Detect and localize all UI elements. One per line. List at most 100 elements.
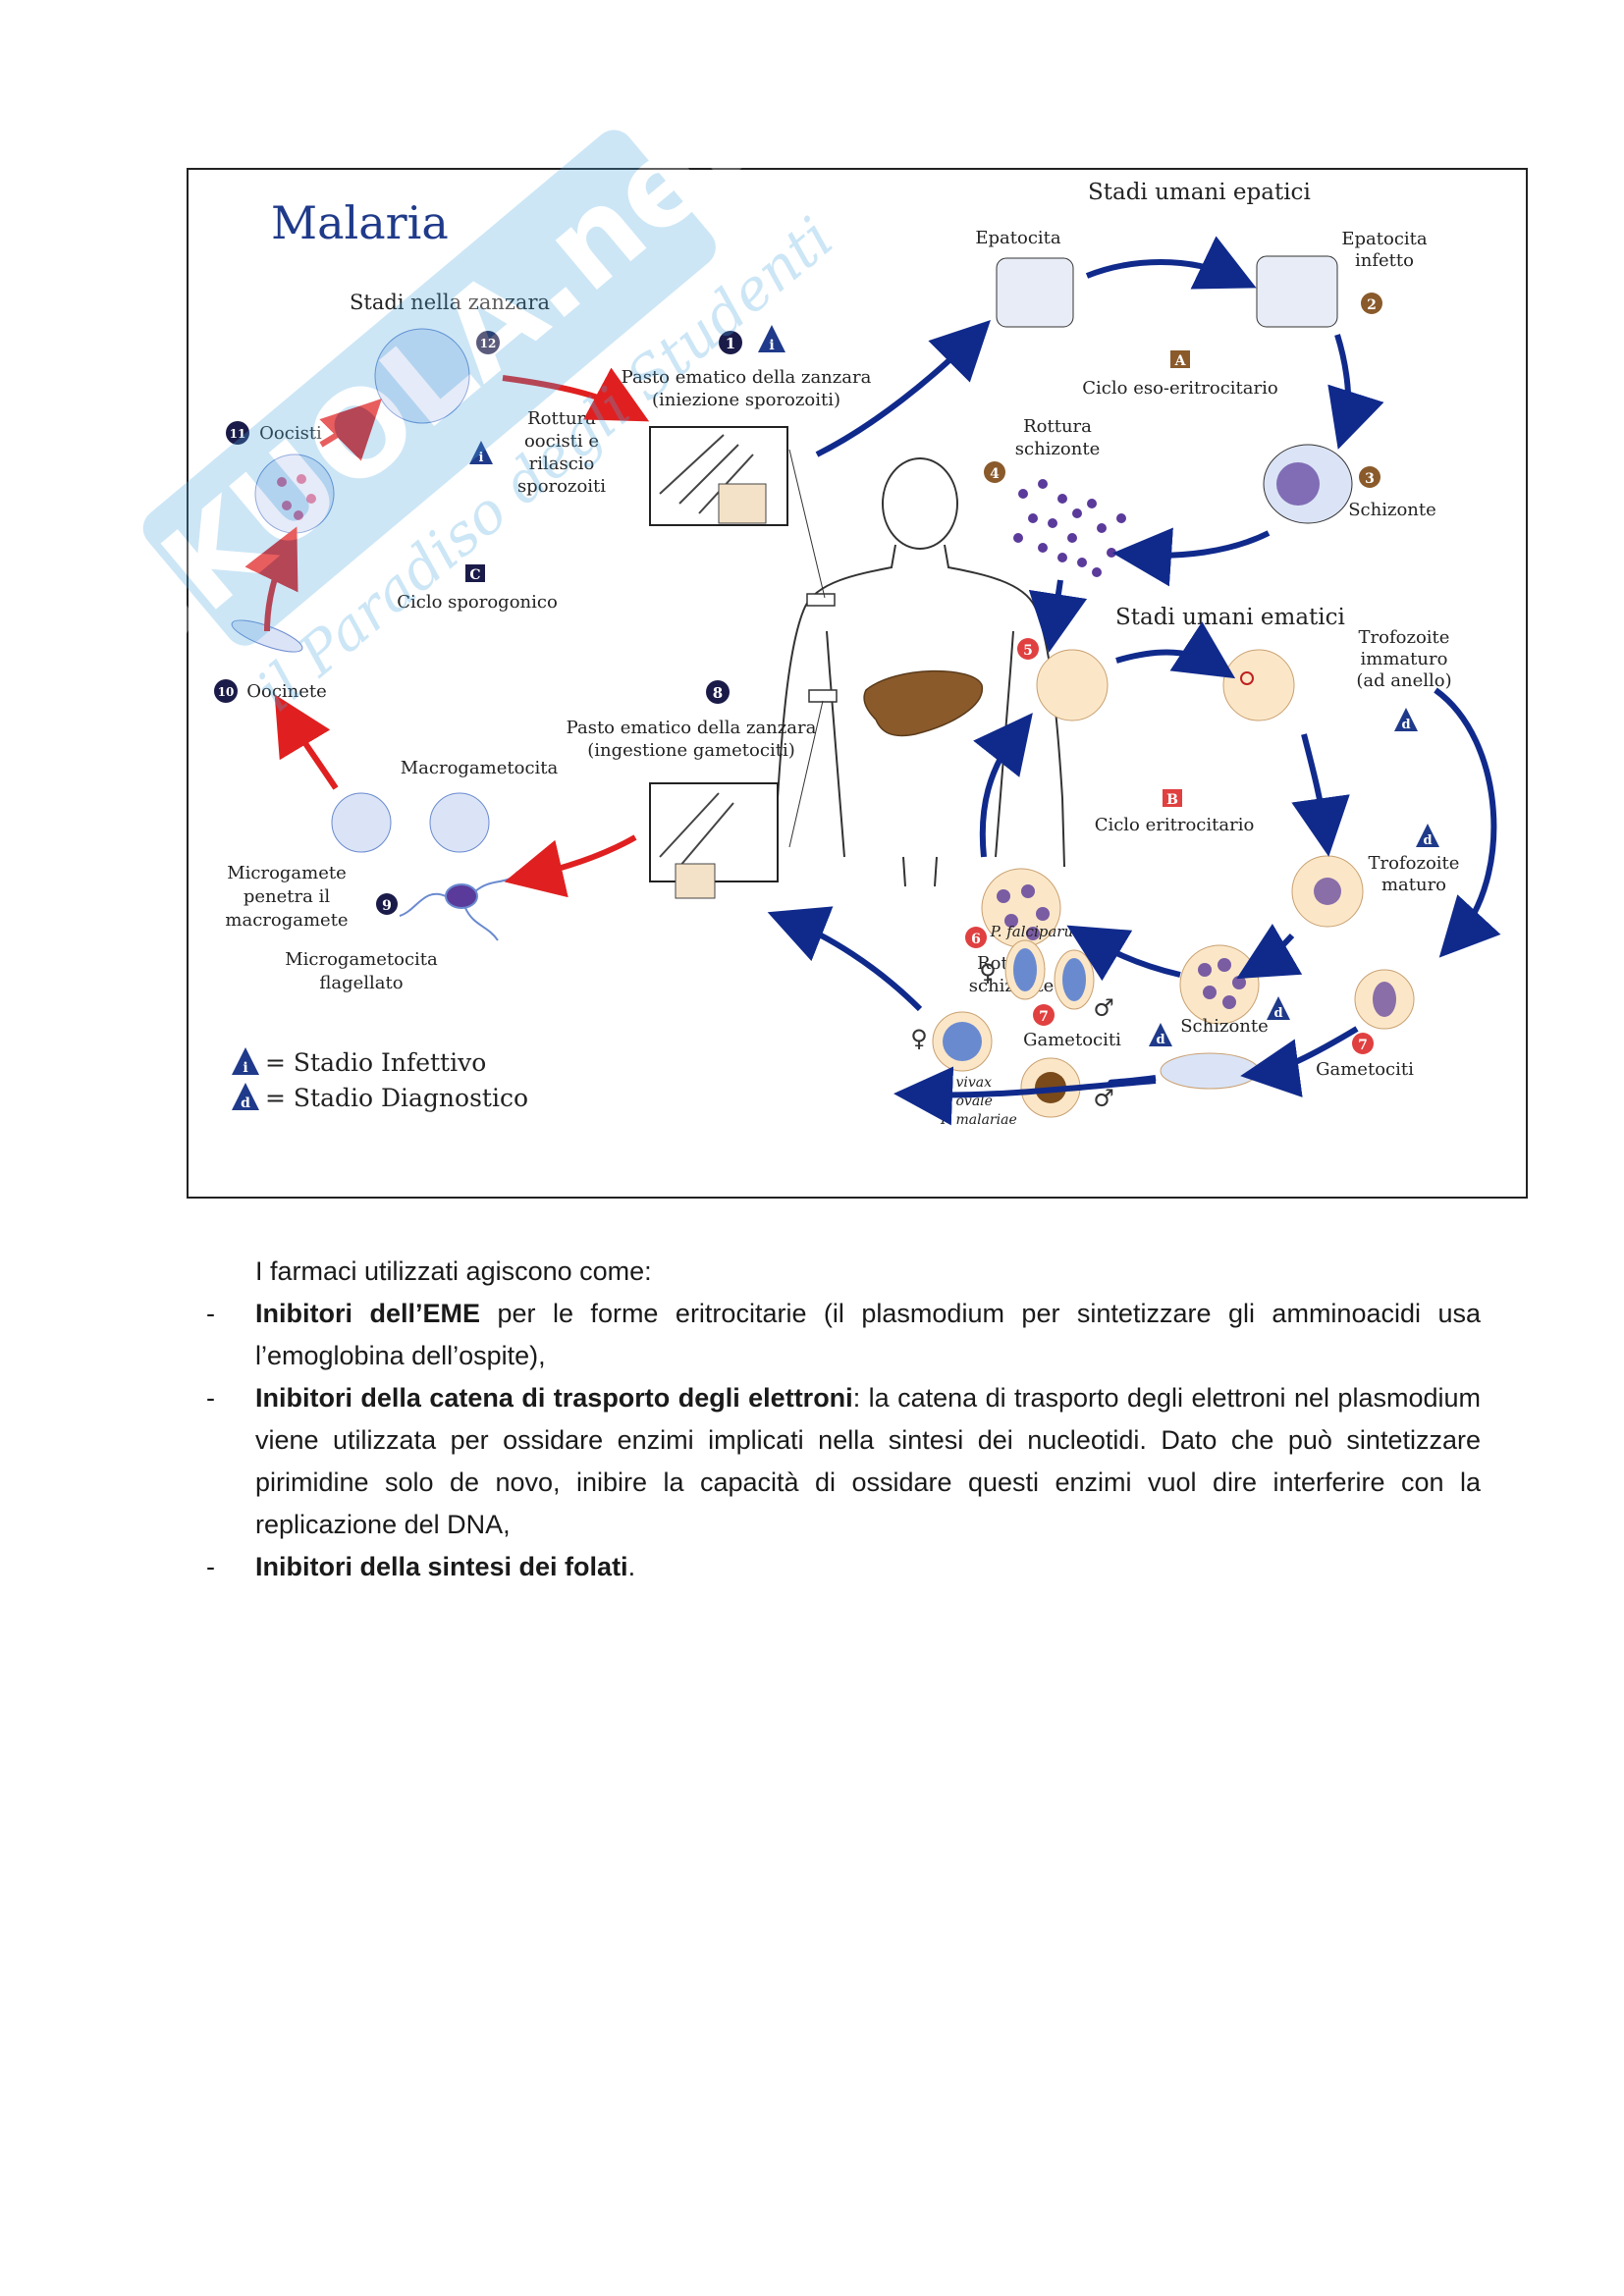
- rbc-ring: [1222, 649, 1295, 721]
- list-dash: -: [206, 1383, 215, 1413]
- list-item-text: per le forme eritrocitarie (il plasmodiu…: [255, 1299, 1481, 1370]
- step-8-line2: (ingestione gametociti): [587, 740, 794, 761]
- list-item-text: .: [627, 1552, 636, 1581]
- flagellated-microgametocyte: [399, 871, 518, 941]
- arm-bandage-top: [806, 593, 836, 607]
- step-1-line2: (iniezione sporozoiti): [652, 390, 840, 410]
- step-2-badge: [1361, 293, 1382, 314]
- cycle-C-label: Ciclo sporogonico: [397, 592, 558, 613]
- step-12-badge: [476, 331, 500, 354]
- list-item: - Inibitori dell’EME per le forme eritroc…: [206, 1293, 1481, 1377]
- step-9-badge: [376, 893, 398, 915]
- list-item-bold: Inibitori dell’EME: [255, 1299, 480, 1328]
- label-p-falciparum: P. falciparum: [990, 923, 1088, 940]
- diagnostic-letter-2: d: [1423, 833, 1432, 848]
- label-microgametocita-2: flagellato: [319, 973, 403, 993]
- infective-letter: i: [769, 338, 774, 353]
- cycle-A-badge: [1170, 350, 1190, 368]
- malaria-life-cycle-figure: Malaria Stadi nella zanzara Stadi umani …: [187, 168, 1528, 1199]
- sporozoite-cluster: [374, 328, 470, 424]
- intro-text: I farmaci utilizzati agiscono come:: [255, 1256, 652, 1286]
- liver-organ: [863, 669, 983, 737]
- infective-stage-icon-2: [469, 441, 493, 464]
- female-symbol-2: ♀: [910, 1025, 928, 1052]
- step-9-number: 9: [382, 898, 392, 914]
- diagnostic-stage-icon-4: [1149, 1023, 1172, 1046]
- infective-letter-2: i: [479, 451, 484, 465]
- step-10-badge: [214, 679, 238, 703]
- label-microgamete-1: Microgamete: [227, 863, 347, 883]
- ookinete: [231, 619, 303, 653]
- cycle-B-letter: B: [1166, 792, 1178, 808]
- label-trofozoite-maturo-2: maturo: [1381, 875, 1446, 895]
- legend-diagnostic-icon: [232, 1083, 259, 1110]
- legend-diagnostic-letter: d: [241, 1095, 250, 1111]
- label-p-vivax: P. vivax: [940, 1075, 992, 1091]
- label-rottura-schizonte-liver-1: Rottura: [1023, 416, 1092, 437]
- step-3-badge: [1359, 466, 1380, 488]
- figure-title: Malaria: [271, 196, 449, 249]
- human-silhouette: [775, 457, 1065, 887]
- oocyst: [254, 454, 335, 534]
- label-trofozoite-maturo-1: Trofozoite: [1369, 853, 1460, 874]
- hepatocyte: [996, 257, 1074, 328]
- section-liver-stages: Stadi umani epatici: [1088, 180, 1311, 205]
- step-12-number: 12: [480, 337, 497, 350]
- label-schizonte-blood: Schizonte: [1180, 1016, 1269, 1037]
- step-3-number: 3: [1365, 471, 1375, 487]
- list-item-bold: Inibitori della sintesi dei folati: [255, 1552, 628, 1581]
- cycle-C-letter: C: [469, 567, 480, 583]
- female-symbol-1: ♀: [979, 959, 997, 987]
- label-microgametocita-1: Microgametocita: [285, 949, 438, 970]
- step-2-number: 2: [1367, 297, 1377, 313]
- diagnostic-stage-icon-2: [1416, 824, 1439, 847]
- list-dash: -: [206, 1552, 215, 1581]
- list-item: - Inibitori della sintesi dei folati.: [206, 1546, 1481, 1588]
- diagnostic-letter-3: d: [1273, 1006, 1282, 1021]
- rbc-gametocyte-elongated: [1160, 1052, 1260, 1090]
- step-8-badge: [706, 680, 730, 704]
- step-11-number: 11: [230, 427, 246, 441]
- step-1-badge: [719, 331, 742, 354]
- step-6-number: 6: [971, 932, 981, 947]
- step-11-badge: [226, 421, 249, 445]
- diagnostic-letter-1: d: [1401, 718, 1410, 732]
- step-4-badge: [984, 461, 1005, 483]
- cycle-B-badge: [1163, 789, 1182, 807]
- merozoite-cluster: [1013, 479, 1126, 577]
- male-symbol-2: ♂: [1093, 1085, 1114, 1112]
- cycle-A-letter: A: [1174, 353, 1187, 369]
- label-gametociti-right: Gametociti: [1316, 1059, 1414, 1080]
- diagnostic-stage-icon-3: [1267, 996, 1290, 1020]
- label-rottura-oocisti-4: sporozoiti: [517, 476, 606, 497]
- legend-infective-label: = Stadio Infettivo: [265, 1048, 486, 1077]
- label-oocinete: Oocinete: [246, 681, 327, 702]
- label-schizonte-liver: Schizonte: [1348, 500, 1436, 520]
- label-epatocita: Epatocita: [975, 228, 1061, 248]
- label-rottura-oocisti-2: oocisti e: [524, 431, 599, 452]
- legend-infective-icon: [232, 1047, 259, 1075]
- label-trofozoite-immaturo-1: Trofozoite: [1359, 627, 1450, 648]
- rbc-blood-schizont: [1179, 944, 1260, 1025]
- macrogametocyte-cell: [429, 792, 490, 853]
- cycle-B-label: Ciclo eritrocitario: [1095, 815, 1255, 835]
- legend-diagnostic-label: = Stadio Diagnostico: [265, 1084, 528, 1112]
- step-1-number: 1: [726, 335, 735, 352]
- step-7a-badge: [1352, 1033, 1374, 1054]
- list-item-bold: Inibitori della catena di trasporto degl…: [255, 1383, 853, 1413]
- label-rottura-oocisti-3: rilascio: [529, 454, 595, 474]
- legend-infective-letter: i: [243, 1060, 247, 1076]
- list-dash: -: [206, 1299, 215, 1328]
- section-mosquito-stages: Stadi nella zanzara: [350, 291, 550, 314]
- label-rottura-oocisti-1: Rottura: [527, 408, 596, 429]
- male-symbol-1: ♂: [1093, 994, 1114, 1022]
- infected-hepatocyte: [1256, 255, 1338, 328]
- label-epatocita-infetto-1: Epatocita: [1341, 229, 1428, 249]
- step-8-line1: Pasto ematico della zanzara: [567, 718, 817, 738]
- label-microgamete-2: penetra il: [244, 886, 330, 907]
- step-7b-badge: [1033, 1004, 1055, 1026]
- arm-bandage-bottom: [808, 689, 838, 703]
- step-7a-number: 7: [1358, 1038, 1368, 1053]
- infective-stage-icon: [758, 325, 785, 352]
- cycle-A-label: Ciclo eso-eritrocitario: [1082, 378, 1277, 399]
